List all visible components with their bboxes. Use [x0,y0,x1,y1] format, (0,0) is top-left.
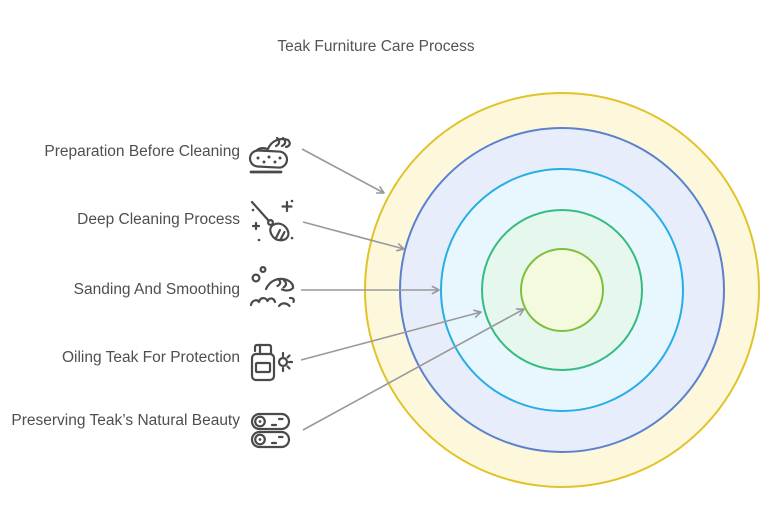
sponge-wipe-icon [247,128,295,176]
hand-sanding-icon [248,264,296,312]
connector-arrow-2 [302,221,405,252]
connector-arrow-1 [301,148,385,194]
step-label-preserving: Preserving Teak’s Natural Beauty [11,412,240,429]
arrows-group [300,148,525,431]
connector-arrow-5 [302,308,525,431]
step-label-deep-cleaning: Deep Cleaning Process [77,211,240,228]
oil-pump-bottle-icon [245,337,293,385]
wood-logs-icon [247,408,295,456]
rings-group [364,92,760,488]
broom-sparkle-icon [247,197,295,245]
onion-ring-5 [520,248,604,332]
step-label-sanding: Sanding And Smoothing [73,281,240,298]
page-title: Teak Furniture Care Process [277,38,475,55]
step-label-preparation: Preparation Before Cleaning [44,143,240,160]
step-label-oiling: Oiling Teak For Protection [61,349,240,366]
connector-arrow-4 [300,309,482,361]
